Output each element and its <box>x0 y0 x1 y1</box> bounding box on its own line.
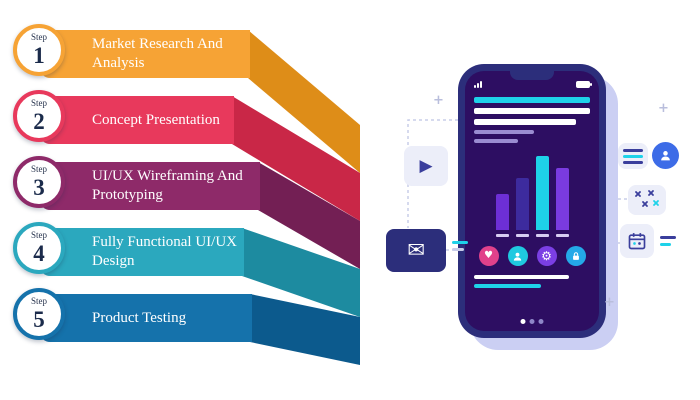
app-icon-row: ♥ ⚙ <box>474 246 590 266</box>
calendar-icon <box>628 233 646 250</box>
user-circle-icon <box>652 142 679 169</box>
ribbon-folds <box>232 30 360 365</box>
step-number: 2 <box>33 109 45 134</box>
step-title: Concept Presentation <box>92 111 220 128</box>
chart-tick <box>495 234 509 237</box>
plus-mark: + <box>658 101 669 116</box>
plus-mark: + <box>604 295 615 310</box>
step-number: 3 <box>33 175 45 200</box>
text-placeholder-lines <box>474 97 590 143</box>
step-label: Step <box>30 164 47 174</box>
scatter-icon <box>635 190 659 207</box>
step-badge: Step 5 <box>13 288 65 340</box>
mail-card: ✉ <box>386 229 446 272</box>
calendar-card <box>620 224 654 258</box>
mini-line <box>660 236 676 239</box>
footer-placeholder-lines <box>474 275 590 288</box>
placeholder-line <box>474 275 570 279</box>
ribbon-fold-2 <box>232 96 360 221</box>
step-title: UI/UX Wireframing And Prototyping <box>92 168 243 203</box>
chart-bar <box>555 168 569 230</box>
phone-notch <box>510 71 554 80</box>
step-badge: Step 2 <box>13 90 65 142</box>
step-ribbon: Concept Presentation <box>40 96 234 144</box>
placeholder-line <box>474 139 519 143</box>
play-icon: ▶ <box>419 155 433 176</box>
dot <box>529 319 535 324</box>
mini-line <box>660 243 671 246</box>
plus-mark: + <box>433 93 444 108</box>
chart-tick <box>535 234 549 237</box>
calendar-side-lines <box>660 236 676 246</box>
heart-icon: ♥ <box>478 246 499 266</box>
chart-ticks <box>474 234 590 237</box>
dot <box>520 319 526 324</box>
step-ribbon: Market Research And Analysis <box>40 30 250 78</box>
battery-icon <box>576 81 592 88</box>
mini-line <box>623 154 643 158</box>
ribbon-fold-3 <box>258 162 360 269</box>
step-title: Fully Functional UI/UX Design <box>92 234 237 269</box>
play-card: ▶ <box>404 146 448 186</box>
step-number: 4 <box>33 241 45 266</box>
step-title: Market Research And Analysis <box>92 36 223 71</box>
person-glyph <box>513 252 522 261</box>
ribbon-fold-4 <box>242 228 360 317</box>
placeholder-line <box>474 97 590 103</box>
screen-bar-chart <box>474 154 590 230</box>
signal-bar <box>480 81 482 88</box>
step-label: Step <box>30 230 47 240</box>
signal-bar <box>477 83 479 88</box>
gear-glyph: ⚙ <box>541 249 552 263</box>
mini-line <box>623 160 643 164</box>
person-glyph <box>661 151 670 161</box>
mini-line <box>452 241 468 244</box>
chart-bar <box>495 194 509 230</box>
lock-icon <box>565 246 586 266</box>
signal-icon <box>474 81 482 88</box>
chart-tick <box>515 234 529 237</box>
placeholder-line <box>474 119 577 125</box>
step-badge: Step 4 <box>13 222 65 274</box>
phone-frame: ♥ ⚙ <box>458 64 606 338</box>
dot <box>538 319 544 324</box>
step-number: 5 <box>33 307 45 332</box>
heart-glyph: ♥ <box>484 250 493 261</box>
signal-bar <box>474 85 476 88</box>
status-bar <box>474 80 592 88</box>
chart-tick <box>555 234 569 237</box>
list-card <box>618 143 648 169</box>
ribbon-fold-5 <box>250 294 360 365</box>
step-badge: Step 1 <box>13 24 65 76</box>
scatter-card <box>628 185 666 215</box>
step-ribbon: Fully Functional UI/UX Design <box>40 228 244 276</box>
placeholder-line <box>474 284 542 288</box>
step-title: Product Testing <box>92 309 187 326</box>
placeholder-line <box>474 130 535 134</box>
phone-screen: ♥ ⚙ <box>465 71 599 331</box>
ribbon-fold-1 <box>248 30 360 173</box>
home-indicator-dots <box>520 319 544 324</box>
step-label: Step <box>30 32 47 42</box>
mini-line <box>452 248 464 251</box>
connector-left <box>407 119 458 228</box>
step-label: Step <box>30 296 47 306</box>
step-label: Step <box>30 98 47 108</box>
step-badge: Step 3 <box>13 156 65 208</box>
gear-icon: ⚙ <box>536 246 557 266</box>
step-ribbon: UI/UX Wireframing And Prototyping <box>40 162 260 210</box>
step-ribbon: Product Testing <box>40 294 252 342</box>
lock-glyph <box>572 251 579 260</box>
placeholder-line <box>474 108 590 114</box>
step-number: 1 <box>33 43 45 68</box>
chart-bar <box>535 156 549 230</box>
chart-bar <box>515 178 529 230</box>
person-icon <box>507 246 528 266</box>
mini-line <box>623 148 643 152</box>
mail-icon: ✉ <box>407 238 425 262</box>
mail-side-lines <box>452 241 468 251</box>
